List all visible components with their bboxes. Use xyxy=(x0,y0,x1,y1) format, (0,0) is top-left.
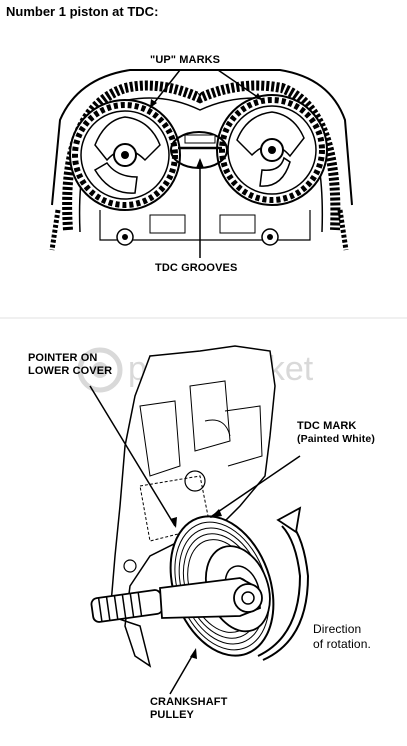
tdc-mark-leader xyxy=(211,455,301,517)
right-cam-sprocket xyxy=(216,94,328,206)
engine-block-outline xyxy=(109,345,276,668)
rotation-arrow xyxy=(257,525,302,657)
timing-belt xyxy=(62,80,341,231)
tdc-mark-label-line1: TDC MARK xyxy=(297,420,357,432)
up-marks-label: "UP" MARKS xyxy=(150,54,221,66)
tdc-grooves-label: TDC GROOVES xyxy=(155,262,238,274)
camshaft-sprockets-diagram xyxy=(49,69,353,258)
socket-wrench xyxy=(90,577,263,623)
left-cam-sprocket xyxy=(69,99,181,211)
crankshaft-label-line1: CRANKSHAFT xyxy=(150,696,228,708)
watermark-logo-icon xyxy=(77,347,123,393)
tdc-mark-label-line2: (Painted White) xyxy=(297,433,375,445)
cylinder-head-outline xyxy=(51,69,353,206)
crankshaft-label-line2: PULLEY xyxy=(150,709,194,721)
crankshaft-pulley-diagram xyxy=(89,345,310,695)
watermark-band xyxy=(0,317,407,393)
pointer-leader xyxy=(89,385,176,527)
crankshaft-leader xyxy=(169,650,196,695)
page-title: Number 1 piston at TDC: xyxy=(6,4,159,19)
up-marks-leader-left xyxy=(149,69,181,109)
pointer-label-line1: POINTER ON xyxy=(28,352,98,364)
direction-label-line1: Direction xyxy=(313,622,362,636)
up-marks-leader-right xyxy=(217,69,263,101)
pointer-label-line2: LOWER COVER xyxy=(28,365,113,377)
direction-label-line2: of rotation. xyxy=(313,637,371,651)
